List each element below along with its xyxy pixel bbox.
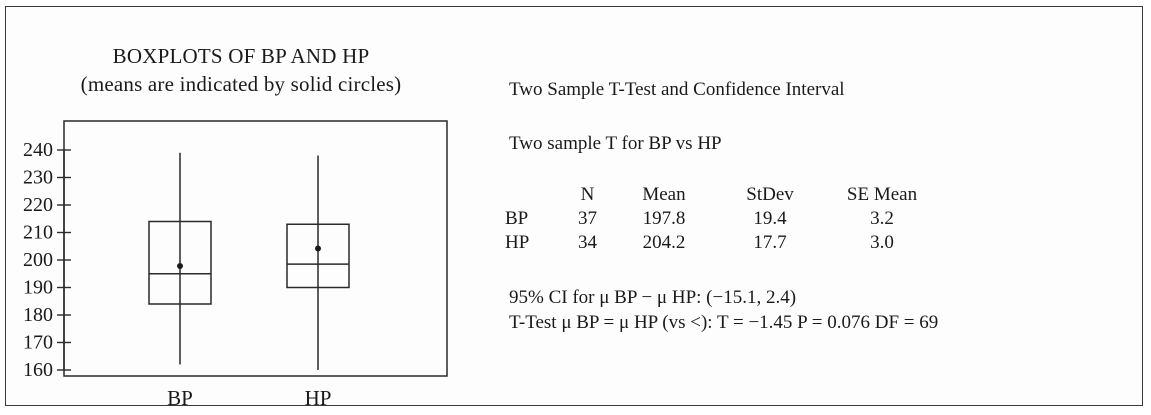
y-tick-label: 210 bbox=[23, 222, 53, 244]
y-tick-label: 240 bbox=[23, 139, 53, 161]
figure-frame bbox=[5, 6, 1143, 406]
table-cell: 17.7 bbox=[753, 232, 787, 253]
table-cell: 3.0 bbox=[870, 232, 894, 253]
stats-header-cell: Mean bbox=[642, 184, 686, 205]
box-iqr bbox=[286, 223, 350, 289]
t-test-line: T-Test μ BP = μ HP (vs <): T = −1.45 P =… bbox=[509, 312, 939, 333]
stats-header-cell: N bbox=[580, 184, 595, 205]
table-cell: 3.2 bbox=[870, 208, 894, 229]
confidence-interval-line: 95% CI for μ BP − μ HP: (−15.1, 2.4) bbox=[509, 287, 797, 308]
y-axis: 160 170 180 190 200 210 220 230 240 bbox=[23, 139, 71, 381]
stats-header-cell bbox=[505, 183, 560, 207]
box-bp bbox=[148, 152, 212, 365]
boxes-group bbox=[148, 152, 350, 370]
table-row: BP 37 197.8 19.4 3.2 bbox=[505, 207, 937, 231]
y-tick-label: 220 bbox=[23, 194, 53, 216]
stats-header-cell: StDev bbox=[746, 184, 794, 205]
box-hp bbox=[286, 155, 350, 370]
y-tick-label: 200 bbox=[23, 249, 53, 271]
table-cell: 204.2 bbox=[642, 232, 686, 253]
x-axis: BP HP bbox=[167, 386, 331, 410]
y-tick-label: 180 bbox=[23, 304, 53, 326]
stats-table: N Mean StDev SE Mean BP 37 197.8 19.4 3.… bbox=[505, 183, 937, 255]
table-cell: 197.8 bbox=[642, 208, 686, 229]
x-category-label: HP bbox=[305, 386, 332, 410]
chart-title: BOXPLOTS OF BP AND HP bbox=[112, 44, 370, 68]
mean-dot bbox=[177, 263, 183, 270]
table-row: HP 34 204.2 17.7 3.0 bbox=[505, 231, 937, 255]
x-category-label: BP bbox=[167, 386, 193, 410]
table-cell: 34 bbox=[578, 232, 597, 253]
stats-title: Two Sample T-Test and Confidence Interva… bbox=[509, 79, 845, 100]
table-cell: 37 bbox=[578, 208, 597, 229]
table-cell: BP bbox=[505, 208, 529, 229]
mean-dot bbox=[315, 245, 321, 252]
chart-subtitle: (means are indicated by solid circles) bbox=[80, 72, 402, 96]
y-tick-label: 170 bbox=[23, 332, 53, 354]
table-cell: 19.4 bbox=[753, 208, 787, 229]
stats-header-row: N Mean StDev SE Mean bbox=[505, 183, 937, 207]
stats-header-cell: SE Mean bbox=[846, 184, 918, 205]
y-tick-label: 230 bbox=[23, 167, 53, 189]
stats-subtitle: Two sample T for BP vs HP bbox=[509, 133, 722, 154]
y-tick-label: 160 bbox=[23, 359, 53, 381]
box-iqr bbox=[148, 220, 212, 305]
plot-frame bbox=[63, 120, 448, 377]
y-tick-label: 190 bbox=[23, 277, 53, 299]
table-cell: HP bbox=[505, 232, 530, 253]
